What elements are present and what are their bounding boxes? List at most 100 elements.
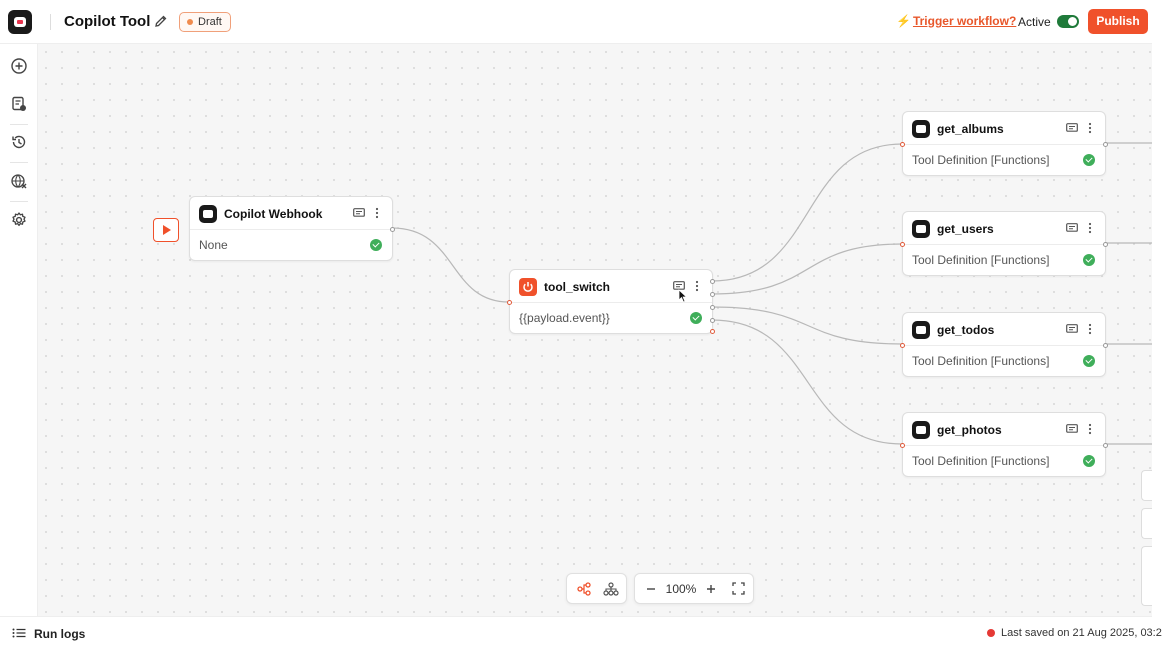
run-logs-button[interactable]: Run logs (34, 627, 86, 641)
check-circle-icon (1083, 355, 1095, 367)
get-todos-node[interactable]: get_todos Tool Definition [Functions] (900, 312, 1108, 377)
input-port[interactable] (900, 242, 905, 247)
get-photos-node[interactable]: get_photos Tool Definition [Functions] (900, 412, 1108, 477)
tree-layout-button[interactable] (598, 574, 624, 603)
history-icon (12, 135, 26, 149)
input-port[interactable] (900, 443, 905, 448)
output-port[interactable] (1103, 242, 1108, 247)
settings-button[interactable] (9, 210, 29, 230)
workflow-canvas[interactable]: Copilot Webhook None tool_switch {{paylo… (38, 44, 1152, 616)
node-body: {{payload.event}} (510, 303, 712, 333)
more-vertical-icon[interactable] (694, 280, 700, 292)
input-port[interactable] (900, 142, 905, 147)
more-vertical-icon[interactable] (1087, 122, 1093, 134)
more-vertical-icon[interactable] (1087, 423, 1093, 435)
comment-icon[interactable] (1066, 424, 1078, 435)
node-header: Copilot Webhook (190, 197, 392, 230)
zoom-in-button[interactable] (701, 574, 721, 603)
node-header: get_albums (903, 112, 1105, 145)
pencil-icon[interactable] (154, 14, 168, 28)
comment-icon[interactable] (1066, 223, 1078, 234)
publish-button[interactable]: Publish (1088, 9, 1148, 34)
add-node-button[interactable] (9, 56, 29, 76)
layout-controls (566, 573, 627, 604)
zoom-controls: 100% (634, 573, 754, 604)
more-vertical-icon[interactable] (1087, 323, 1093, 335)
last-saved-text: Last saved on 21 Aug 2025, 03:2 (1001, 627, 1162, 639)
node-header: get_todos (903, 313, 1105, 346)
output-port[interactable] (710, 292, 715, 297)
node-body: Tool Definition [Functions] (903, 245, 1105, 275)
copilot-icon (199, 205, 217, 223)
gear-icon (12, 212, 26, 227)
output-port[interactable] (1103, 343, 1108, 348)
input-port[interactable] (507, 300, 512, 305)
output-port[interactable] (710, 329, 715, 334)
get-users-node[interactable]: get_users Tool Definition [Functions] (900, 211, 1108, 276)
side-panel-tab[interactable] (1141, 508, 1152, 539)
output-port[interactable] (1103, 443, 1108, 448)
add-circle-icon (11, 58, 27, 74)
get-albums-node[interactable]: get_albums Tool Definition [Functions] (900, 111, 1108, 176)
globe-button[interactable] (9, 171, 29, 191)
node-header: get_users (903, 212, 1105, 245)
edge-switch-to-albums (711, 143, 903, 282)
active-toggle[interactable] (1057, 15, 1079, 28)
unsaved-indicator (987, 629, 995, 637)
tool-switch-node[interactable]: tool_switch {{payload.event}} (507, 269, 715, 334)
node-body: None (190, 230, 392, 260)
top-bar: Copilot Tool Draft ⚡Trigger workflow? Ac… (0, 0, 1152, 44)
node-title: get_photos (937, 423, 1002, 437)
check-circle-icon (1083, 154, 1095, 166)
sidebar-divider (10, 124, 28, 125)
comment-icon[interactable] (673, 281, 685, 292)
run-trigger-button[interactable] (153, 218, 179, 242)
node-subtitle: {{payload.event}} (519, 311, 610, 325)
node-title: get_todos (937, 323, 995, 337)
zoom-level: 100% (665, 582, 697, 596)
side-panel-tab[interactable] (1141, 470, 1152, 501)
zoom-out-button[interactable] (641, 574, 661, 603)
side-panel-tab[interactable] (1141, 546, 1152, 606)
more-vertical-icon[interactable] (374, 207, 380, 219)
comment-icon[interactable] (1066, 324, 1078, 335)
history-button[interactable] (9, 132, 29, 152)
copilot-icon (912, 120, 930, 138)
trigger-workflow-link[interactable]: ⚡Trigger workflow? (896, 14, 1016, 28)
check-circle-icon (1083, 254, 1095, 266)
edge-switch-to-photos (711, 319, 903, 445)
mouse-cursor-icon (678, 289, 688, 303)
bolt-icon: ⚡ (896, 14, 911, 28)
node-title: get_albums (937, 122, 1004, 136)
node-header: tool_switch (510, 270, 712, 303)
node-subtitle: Tool Definition [Functions] (912, 354, 1050, 368)
document-settings-button[interactable] (9, 94, 29, 114)
check-circle-icon (690, 312, 702, 324)
workflow-title: Copilot Tool (64, 13, 151, 30)
sidebar-divider (10, 162, 28, 163)
node-title: Copilot Webhook (224, 207, 323, 221)
fit-view-button[interactable] (727, 574, 749, 603)
more-vertical-icon[interactable] (1087, 222, 1093, 234)
node-subtitle: Tool Definition [Functions] (912, 253, 1050, 267)
output-port[interactable] (710, 279, 715, 284)
input-port[interactable] (900, 343, 905, 348)
output-port[interactable] (390, 227, 395, 232)
fullscreen-icon (731, 582, 745, 595)
comment-icon[interactable] (353, 208, 365, 219)
node-body: Tool Definition [Functions] (903, 346, 1105, 376)
webhook-node[interactable]: Copilot Webhook None (189, 196, 395, 261)
output-port[interactable] (710, 305, 715, 310)
sidebar-divider (10, 201, 28, 202)
node-title: get_users (937, 222, 994, 236)
output-port[interactable] (1103, 142, 1108, 147)
app-logo[interactable] (8, 10, 32, 34)
node-subtitle: Tool Definition [Functions] (912, 153, 1050, 167)
comment-icon[interactable] (1066, 123, 1078, 134)
auto-layout-button[interactable] (571, 574, 597, 603)
check-circle-icon (370, 239, 382, 251)
hierarchy-icon (603, 581, 619, 596)
branch-icon (577, 581, 591, 596)
connection-edges (391, 142, 1152, 445)
output-port[interactable] (710, 318, 715, 323)
